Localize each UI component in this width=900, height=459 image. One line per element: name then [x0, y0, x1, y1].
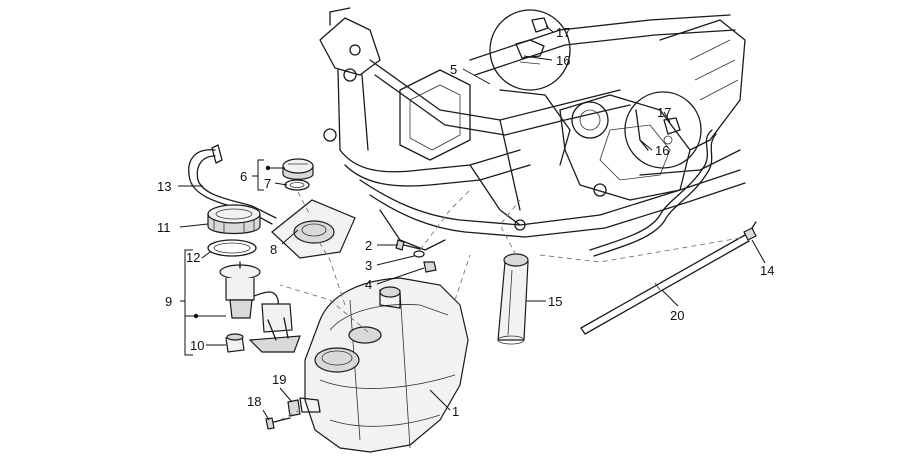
- callout-7: 7: [264, 176, 271, 191]
- callout-14: 14: [760, 263, 774, 278]
- assembly-dashed-lines: [279, 189, 741, 421]
- callout-8: 8: [270, 242, 277, 257]
- filler-tray: [271, 199, 356, 259]
- filler-cap: [282, 158, 314, 180]
- callout-19: 19: [272, 372, 286, 387]
- callout-4: 4: [365, 277, 372, 292]
- callout-15: 15: [548, 294, 562, 309]
- cap-gasket: [284, 179, 310, 191]
- callout-5: 5: [450, 62, 457, 77]
- callout-13: 13: [157, 179, 171, 194]
- screw-2: [395, 239, 421, 251]
- frame-chassis: [319, 7, 746, 251]
- callout-labels: 1 2 3 4 5 6 7 8 9 10 11 12 13 14 15 16 1…: [157, 25, 774, 419]
- callout-11: 11: [157, 220, 171, 235]
- callout-17-lower: 17: [657, 105, 671, 120]
- drain-rod: [580, 234, 750, 335]
- clip-19: [287, 399, 301, 417]
- callout-12: 12: [186, 250, 200, 265]
- callout-16-upper: 16: [556, 53, 570, 68]
- leader-lines: [178, 25, 766, 421]
- callout-6: 6: [240, 169, 247, 184]
- fuel-pump-assembly: [219, 261, 301, 353]
- overflow-hose: [589, 129, 717, 257]
- callout-1: 1: [452, 404, 459, 419]
- callout-18: 18: [247, 394, 261, 409]
- callout-20: 20: [670, 308, 684, 323]
- level-sender: [497, 253, 529, 345]
- rod-fitting: [743, 221, 757, 241]
- pump-gasket: [207, 239, 257, 257]
- callout-16-lower: 16: [655, 143, 669, 158]
- callout-10: 10: [190, 338, 204, 353]
- callout-9: 9: [165, 294, 172, 309]
- fuel-filter: [225, 333, 245, 353]
- washer-3: [413, 250, 425, 258]
- callout-17-upper: 17: [556, 25, 570, 40]
- callout-3: 3: [365, 258, 372, 273]
- fuel-tank: [299, 277, 469, 453]
- callout-2: 2: [365, 238, 372, 253]
- lock-ring: [207, 204, 261, 235]
- screw-18: [265, 417, 291, 430]
- nut-4: [423, 261, 437, 273]
